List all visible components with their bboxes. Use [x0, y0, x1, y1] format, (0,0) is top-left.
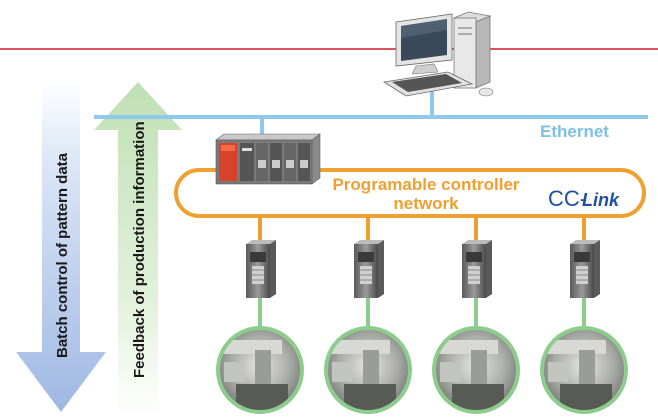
cc-link-suffix: Link	[582, 190, 620, 210]
cc-link-prefix: CC-	[548, 186, 587, 211]
remote-io-module-icon	[462, 240, 492, 298]
plc-network-drops	[258, 216, 586, 242]
remote-io-module-icon	[246, 240, 276, 298]
cc-link-logo: CC- Link	[548, 186, 620, 211]
desktop-computer-icon	[382, 11, 494, 97]
sewing-machine-photo	[324, 326, 412, 414]
remote-io-module-icon	[570, 240, 600, 298]
plc-network-loop	[174, 168, 646, 218]
plc-network-label-line2: network	[393, 194, 459, 213]
remote-io-module-icon	[354, 240, 384, 298]
feedback-label: Feedback of production information	[131, 121, 148, 378]
sewing-machine-photo	[540, 326, 628, 414]
green-links	[258, 298, 586, 330]
sewing-machine-photo	[216, 326, 304, 414]
ethernet-label: Ethernet	[540, 122, 609, 141]
plc-network-label-line1: Programable controller	[332, 175, 519, 194]
batch-control-arrow: Batch control of pattern data	[16, 80, 106, 412]
sewing-machine-photo	[432, 326, 520, 414]
feedback-arrow: Feedback of production information	[94, 82, 182, 417]
batch-control-label: Batch control of pattern data	[54, 152, 71, 358]
plc-controller-icon	[215, 133, 321, 185]
